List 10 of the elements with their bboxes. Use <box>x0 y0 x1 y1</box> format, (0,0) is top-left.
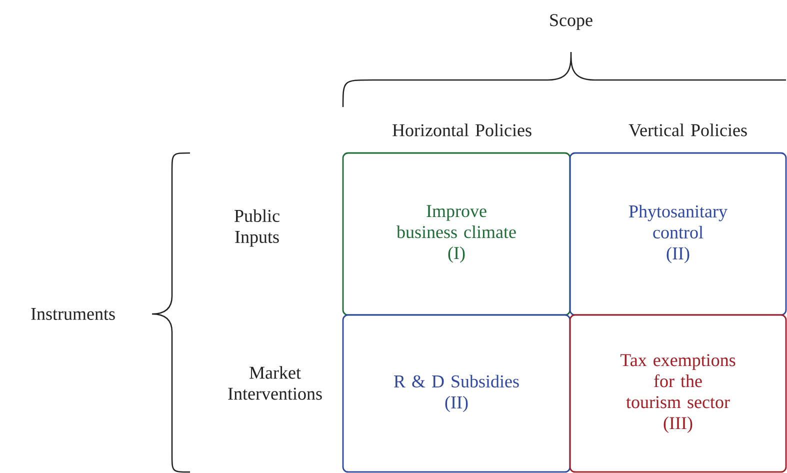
axis-label: Public Inputs <box>234 209 280 247</box>
axis-label: Instruments <box>31 308 115 320</box>
matrix-cell: Improve business climate (I) <box>342 152 571 316</box>
axis-label: Scope <box>550 14 592 30</box>
matrix-cell: R & D Subsidies (II) <box>342 314 571 473</box>
matrix-cell: Tax exemptions for the tourism sector (III) <box>569 314 787 473</box>
matrix-cell: Phytosanitary control (II) <box>569 152 787 316</box>
axis-label: Vertical Policies <box>628 124 747 136</box>
axis-label: Market Interventions <box>228 366 322 400</box>
axis-label: Horizontal Policies <box>392 124 532 136</box>
